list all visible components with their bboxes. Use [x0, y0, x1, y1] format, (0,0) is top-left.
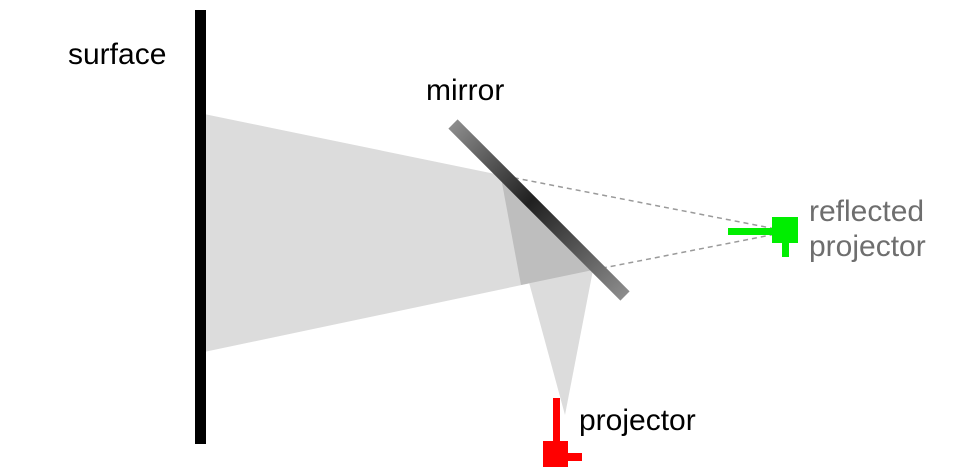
reflected-projector-label: reflected projector — [809, 194, 926, 264]
mirror-label: mirror — [426, 74, 505, 107]
guide-line-upper — [504, 175, 782, 231]
reflected-projector-label-line1: reflected — [809, 195, 925, 228]
guide-line-lower — [592, 232, 782, 271]
reflected-beam — [204, 114, 593, 352]
surface-label: surface — [68, 38, 167, 71]
surface-wall — [195, 10, 206, 444]
mirror — [448, 119, 630, 301]
projector-label: projector — [579, 404, 696, 437]
reflected-projector-label-line2: projector — [809, 230, 926, 263]
reflected-projector-icon — [728, 217, 798, 257]
projector-icon — [543, 398, 582, 467]
